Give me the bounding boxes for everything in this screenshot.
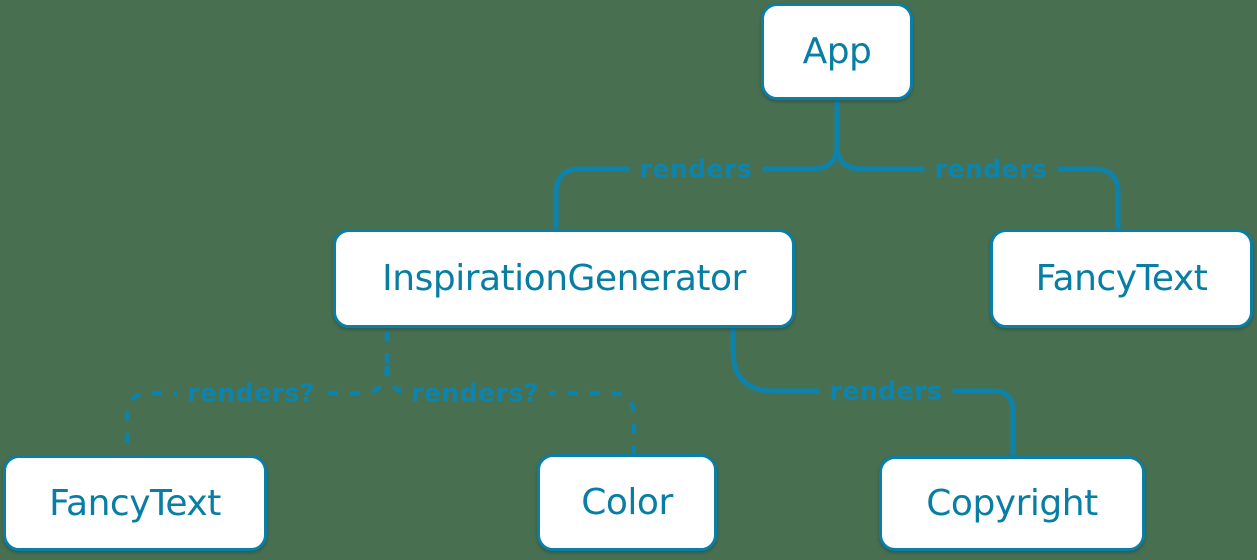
node-copyright: Copyright (879, 456, 1145, 551)
edge-label-renders-copyright: renders (819, 375, 953, 407)
edge-label-renders-app-inspirationgenerator: renders (629, 153, 763, 185)
node-fancytext-bottom-label: FancyText (49, 482, 221, 524)
edge-label-renders-app-fancytext: renders (924, 153, 1058, 185)
node-fancytext-bottom: FancyText (3, 455, 267, 551)
node-inspirationgenerator: InspirationGenerator (333, 229, 795, 328)
node-app: App (761, 3, 913, 100)
node-app-label: App (802, 31, 872, 72)
edge-inspirationgenerator-to-copyright (730, 326, 1016, 460)
node-color-label: Color (581, 482, 673, 523)
edge-app-to-fancytext (834, 143, 1121, 233)
edge-label-renders-question-color: renders? (401, 377, 549, 409)
node-inspirationgenerator-label: InspirationGenerator (382, 258, 746, 299)
edge-label-renders-question-fancytext: renders? (177, 377, 325, 409)
node-copyright-label: Copyright (926, 483, 1098, 524)
node-fancytext-top: FancyText (990, 229, 1253, 328)
node-fancytext-top-label: FancyText (1035, 258, 1208, 299)
node-color: Color (537, 454, 717, 551)
edge-inspirationgenerator-to-color-dashed (384, 365, 637, 455)
